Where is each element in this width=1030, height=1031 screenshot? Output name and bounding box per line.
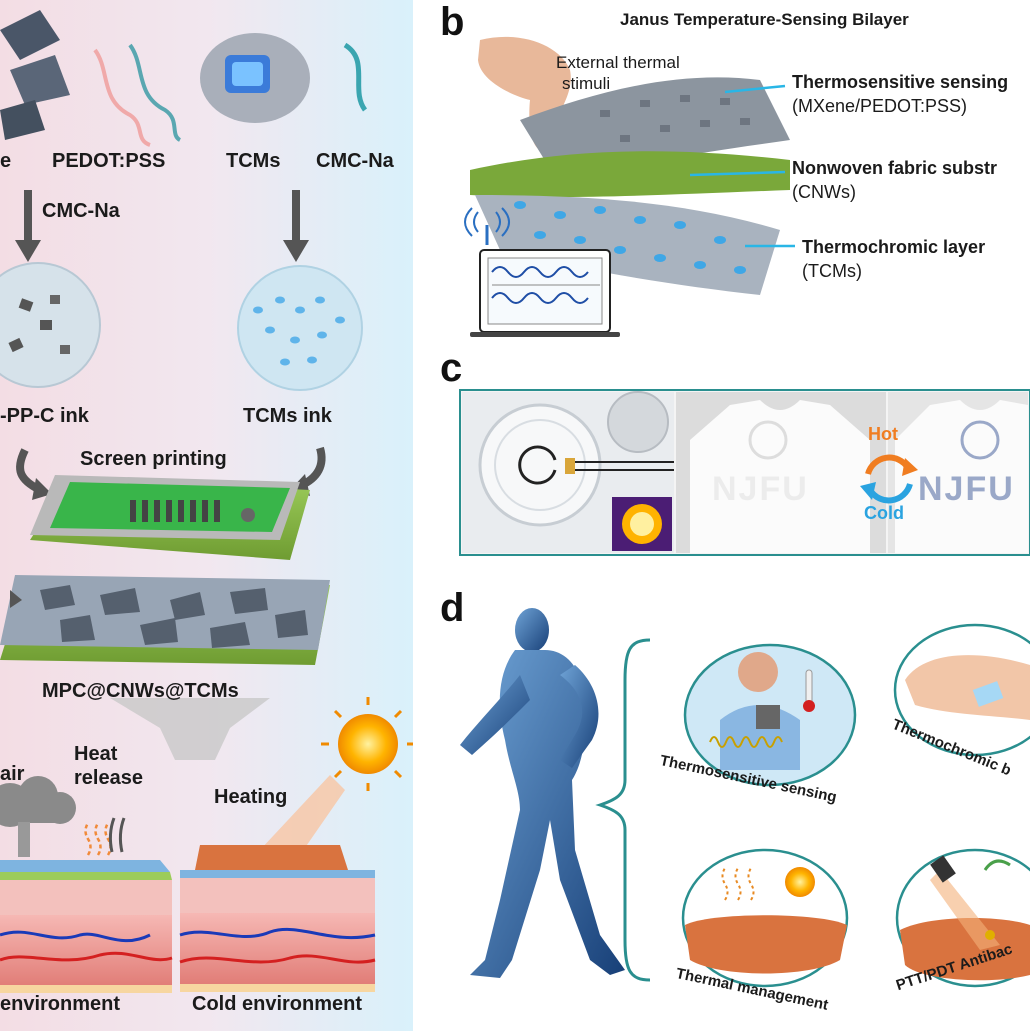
ink-label-tcms: TCMs ink [243,405,332,427]
layer-sub-sensing: (MXene/PEDOT:PSS) [792,96,968,116]
stimuli-line-1: External thermal [556,53,680,72]
material-label-mxene: e [0,150,12,172]
cold-label: Cold [864,503,904,523]
condition-heating: Heating [214,786,288,808]
material-label-cmc: CMC-Na [316,150,394,172]
stimuli-label: External thermal stimuli [556,52,680,94]
tshirt-photo-hot [676,392,886,553]
pedot-chains [93,43,182,147]
cmc-chain [343,42,368,112]
layer-label-sensing: Thermosensitive sensing (MXene/PEDOT:PSS… [792,70,1008,118]
stimuli-line-2: stimuli [562,74,611,93]
app-circle-thermal [681,848,849,988]
app-circle-sensing [683,643,857,787]
layer-sub-fabric: (CNWs) [792,182,856,202]
beaker-photo [462,391,674,553]
additive-label: CMC-Na [42,200,120,222]
skin-block-left [0,860,173,993]
product-label: MPC@CNWs@TCMs [42,680,239,702]
layer-label-fabric: Nonwoven fabric substr (CNWs) [792,156,997,204]
arrow-down-left [15,190,41,262]
screen-printing-frame [30,475,310,560]
condition-air: air [0,763,25,785]
skin-block-right [179,845,376,992]
cloud [0,776,76,827]
tshirt-photo-cold [888,392,1028,553]
environment-left: environment [0,993,121,1015]
heat-line: Heat [74,743,118,765]
mxene-flakes [0,10,70,140]
bilayer-stack [470,77,790,295]
panel-letter-d: d [440,586,465,630]
wireless-icon [464,207,510,245]
panel-b-title: Janus Temperature-Sensing Bilayer [620,10,909,29]
shirt-text-cold: NJFU [918,470,1015,508]
heat-waves [84,822,112,856]
layer-label-thermochromic: Thermochromic layer (TCMs) [802,235,985,283]
ink-label-mpc: -PP-C ink [0,405,89,427]
tcm-ink-dish [237,265,363,391]
material-label-pedot: PEDOT:PSS [52,150,166,172]
release-line: release [74,767,143,789]
leader-line-1 [724,84,786,94]
layer-name-sensing: Thermosensitive sensing [792,72,1009,92]
layer-name-thermochromic: Thermochromic layer [802,237,986,257]
mpc-ink-dish [0,262,101,388]
leader-line-2 [689,170,786,177]
material-label-tcms: TCMs [226,150,281,172]
app-circle-thermochromic [893,623,1030,757]
shirt-text-hot: NJFU [712,470,809,508]
layer-sub-thermochromic: (TCMs) [802,261,862,281]
sun-icon [260,697,413,855]
panel-letter-b: b [440,0,465,44]
app-circle-antibacterial [895,848,1030,988]
process-label: Screen printing [80,448,227,470]
tcm-capsule [200,33,310,123]
layer-name-fabric: Nonwoven fabric substr [792,158,998,178]
environment-cold: Cold environment [192,993,363,1015]
hot-label: Hot [868,424,898,444]
printed-composite [0,575,330,665]
hot-cold-cycle-icon [860,454,918,504]
funnel-arrow [110,698,270,760]
runner-figure [460,608,625,978]
bracket [595,638,651,982]
laptop-icon [470,249,620,337]
condition-heat-release: Heat release [74,742,143,790]
panel-letter-c: c [440,346,463,390]
arrow-down-right [283,190,309,262]
